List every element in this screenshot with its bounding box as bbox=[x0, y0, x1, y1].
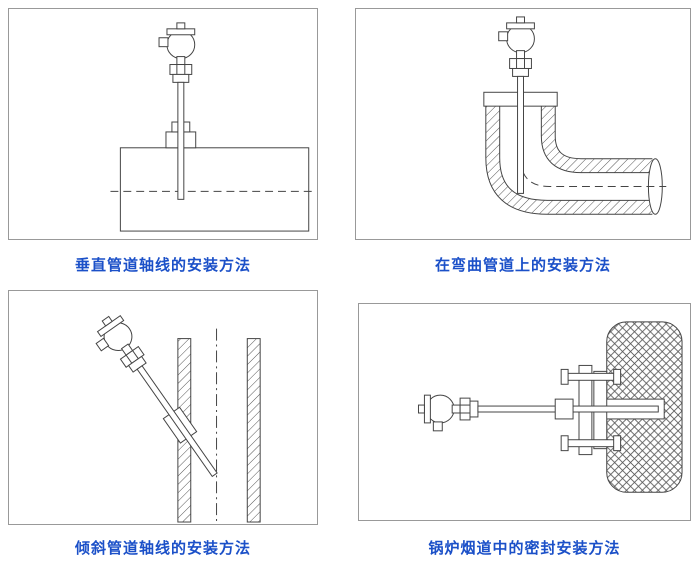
thermocouple-assembly bbox=[87, 310, 218, 478]
flange-bolt-bottom bbox=[564, 439, 618, 448]
bolt-head-bottom-left bbox=[560, 435, 569, 452]
thermocouple-assembly bbox=[498, 16, 535, 194]
vertical-pipe-installation-diagram bbox=[110, 22, 317, 232]
inclined-pipe-installation-diagram bbox=[87, 310, 261, 523]
caption-vertical-axis: 垂直管道轴线的安装方法 bbox=[74, 257, 251, 274]
caption-boiler-flue: 锅炉烟道中的密封安装方法 bbox=[428, 540, 621, 557]
elbow-outer-wall bbox=[485, 106, 653, 215]
sealing-union-fitting bbox=[554, 398, 574, 420]
thermocouple-probe bbox=[136, 365, 218, 478]
diagram-frame-inclined-axis bbox=[8, 290, 318, 525]
thermocouple-probe bbox=[177, 81, 185, 200]
thermocouple-assembly bbox=[158, 22, 196, 200]
bolt-nut-bottom-right bbox=[613, 435, 622, 452]
thermocouple-probe bbox=[517, 75, 524, 194]
bolt-nut-top-right bbox=[613, 368, 622, 385]
elbow-inner-wall bbox=[540, 106, 653, 174]
bolt-head-top-left bbox=[560, 368, 569, 385]
caption-inclined-axis: 倾斜管道轴线的安装方法 bbox=[74, 540, 251, 557]
flow-centerline bbox=[520, 108, 667, 187]
caption-curved-pipe: 在弯曲管道上的安装方法 bbox=[434, 257, 611, 274]
diagram-frame-curved-pipe bbox=[355, 8, 691, 240]
diagram-frame-vertical-axis bbox=[8, 8, 318, 240]
boiler-flue-installation-diagram bbox=[417, 321, 683, 493]
pipe-right-wall bbox=[246, 338, 261, 523]
pipe-body bbox=[119, 147, 310, 232]
diagram-frame-boiler-flue bbox=[358, 303, 691, 521]
flange-bolt-top bbox=[564, 372, 618, 381]
curved-pipe-installation-diagram bbox=[483, 16, 667, 215]
